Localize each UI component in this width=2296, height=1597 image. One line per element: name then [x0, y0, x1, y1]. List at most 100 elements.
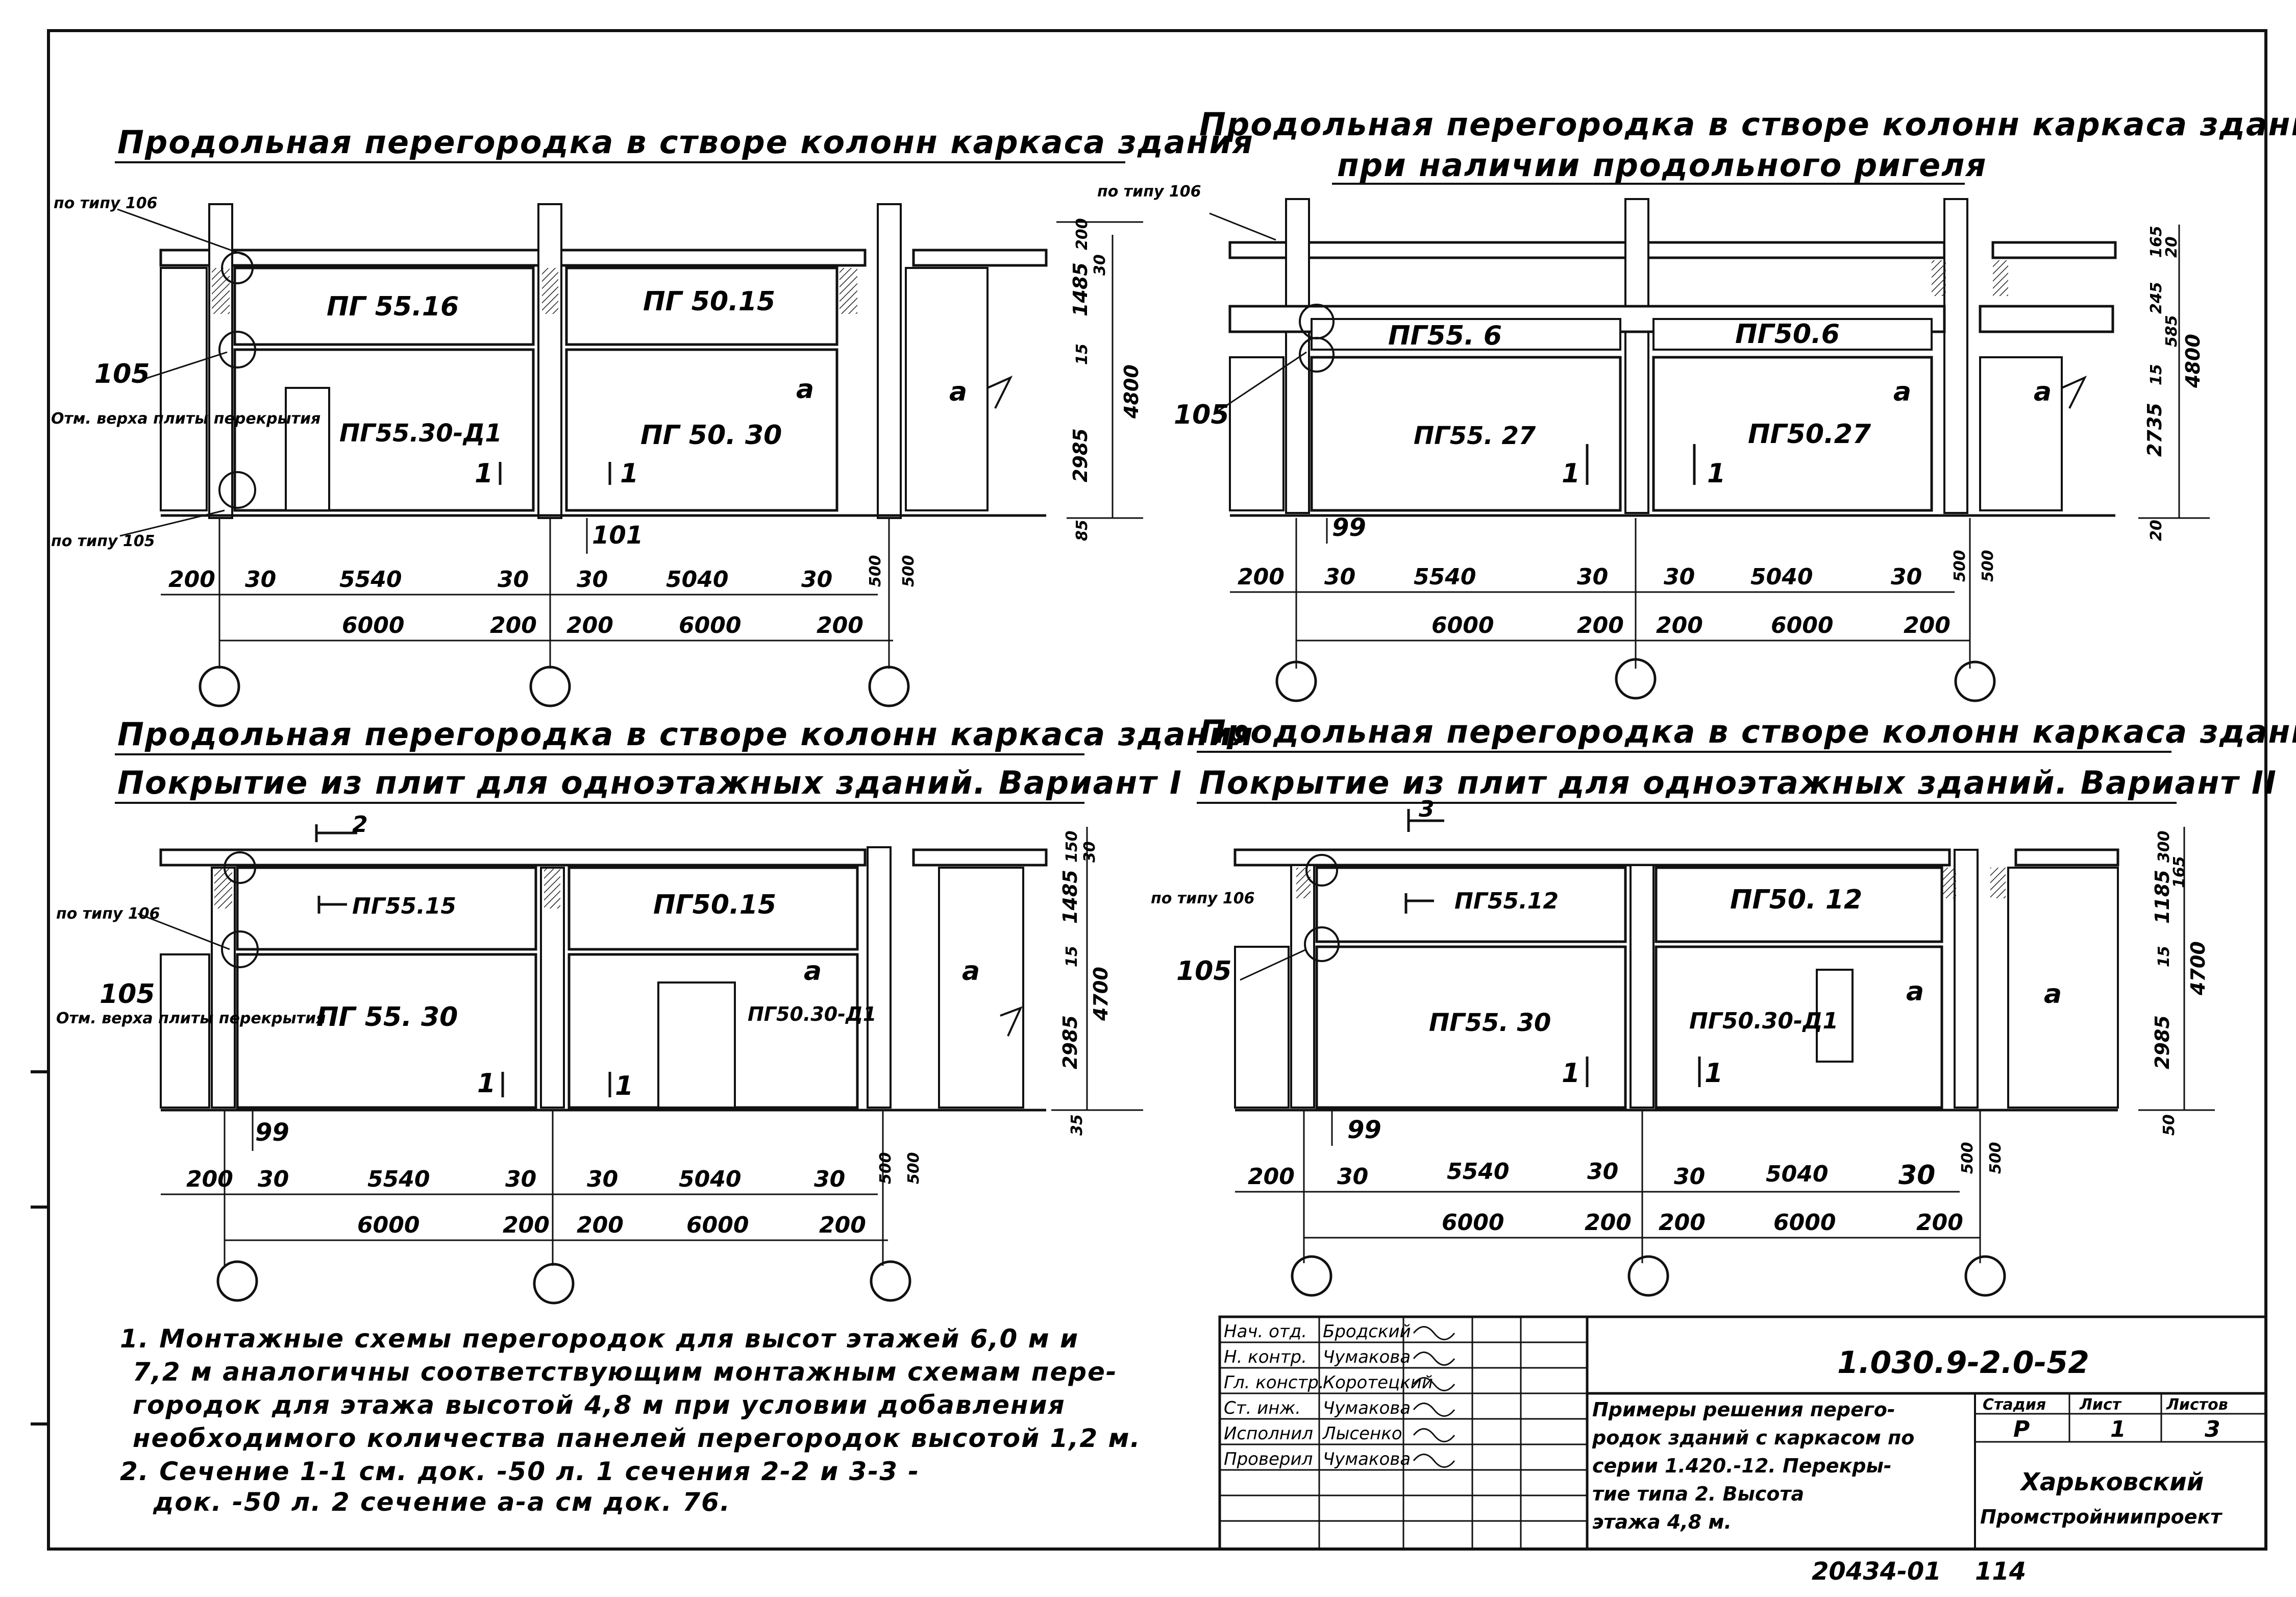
floor-slab [159, 249, 867, 267]
dim: 200 [168, 567, 215, 593]
panel-bottom-left [233, 348, 535, 512]
dim: 35 [1068, 1114, 1086, 1136]
dim: 30 [498, 567, 529, 593]
notes: 1. Монтажные схемы перегородок для высот… [120, 1324, 1140, 1517]
note-line: док. -50 л. 2 сечение а-а см док. 76. [153, 1487, 731, 1517]
org-name: Промстройниипроект [1980, 1506, 2223, 1528]
section-cut: 1 [1707, 458, 1725, 489]
section-mark: а [949, 377, 967, 407]
dim: 200 [1585, 1210, 1632, 1236]
dim-total: 4700 [2187, 941, 2209, 996]
dim: 30 [814, 1166, 845, 1192]
staff-role: Гл. констр. [1224, 1372, 1324, 1393]
column [537, 203, 562, 519]
dim: 15 [2155, 946, 2173, 967]
grid-axis-circle [216, 1260, 258, 1302]
staff-name: Лысенко [1322, 1423, 1402, 1444]
dim: 200 [817, 612, 863, 638]
section-cut: 2 [352, 812, 368, 838]
note-line: 1. Монтажные схемы перегородок для высот… [120, 1324, 1079, 1354]
panel-label: ПГ55. 27 [1414, 422, 1536, 450]
column [208, 203, 233, 519]
dim: 2985 [2151, 1015, 2174, 1069]
panel-label: ПГ50.30-Д1 [1689, 1008, 1838, 1034]
grid-axis-circle [533, 1263, 575, 1305]
staff-name: Бродский [1323, 1321, 1411, 1342]
dim-total: 4700 [1090, 967, 1112, 1021]
grid-axis-circle [870, 1260, 911, 1302]
dim: 200 [503, 1212, 550, 1238]
panel-label: ПГ55. 6 [1388, 321, 1502, 351]
dim: 200 [1577, 612, 1624, 638]
panel-label: ПГ 50.15 [643, 286, 775, 317]
dim: 150 [1063, 830, 1081, 863]
view-title: Продольная перегородка в створе колонн к… [117, 716, 1254, 753]
description-line: серии 1.420.-12. Перекры- [1592, 1455, 1892, 1477]
dim: 15 [2147, 364, 2165, 385]
panel-label: ПГ50.30-Д1 [748, 1003, 876, 1025]
dim: 5540 [367, 1166, 430, 1192]
dim: 5540 [1447, 1159, 1509, 1185]
dim: 500 [1951, 550, 1969, 582]
sheet-value: 1 [2110, 1416, 2126, 1442]
inventory-number: 20434-01 [1812, 1557, 1941, 1586]
dim: 200 [490, 612, 537, 638]
grid-axis-circle [1627, 1255, 1669, 1297]
dim: 2985 [1059, 1015, 1081, 1069]
view-title: Покрытие из плит для одноэтажных зданий.… [117, 764, 1182, 801]
slab-ref: по типу 106 [56, 905, 160, 923]
dim: 30 [577, 567, 608, 593]
view-title: Продольная перегородка в створе колонн к… [1199, 713, 2296, 750]
slab-ref: по типу 106 [1097, 183, 1201, 201]
description-line: тие типа 2. Высота [1592, 1483, 1804, 1505]
node-ref: 105 [1174, 400, 1229, 430]
ref-mark: 99 [1347, 1116, 1381, 1144]
dim: 15 [1063, 946, 1081, 967]
note-line: городок для этажа высотой 4,8 м при усло… [133, 1390, 1066, 1420]
sheet-label: Лист [2079, 1396, 2122, 1414]
dim: 30 [1091, 254, 1109, 276]
door-opening [285, 387, 330, 511]
dim: 200 [1238, 564, 1285, 590]
dim: 6000 [1771, 612, 1833, 638]
panel-label: ПГ55.15 [352, 893, 456, 919]
section-mark: а [796, 374, 814, 405]
section-cut: 1 [1562, 1058, 1580, 1089]
panel-label: ПГ50.27 [1748, 419, 1871, 450]
view-1: Продольная перегородка в створе колонн к… [51, 124, 1254, 707]
dim: 200 [819, 1212, 866, 1238]
dim: 200 [1073, 218, 1091, 250]
dim: 2985 [1069, 428, 1092, 482]
staff-name: Коротецкий [1323, 1372, 1433, 1393]
panel-label: ПГ 55.16 [327, 291, 459, 322]
view-title: Продольная перегородка в створе колонн к… [117, 124, 1254, 161]
dim: 30 [1081, 841, 1099, 863]
dim: 5040 [679, 1166, 741, 1192]
dim-total: 4800 [2182, 334, 2204, 388]
stage-label: Стадия [1983, 1396, 2046, 1414]
dim: 30 [1891, 564, 1922, 590]
staff-name: Чумакова [1323, 1398, 1411, 1418]
view-title: Продольная перегородка в створе колонн к… [1199, 106, 2296, 143]
section-mark: а [1893, 377, 1911, 407]
grid-axis-circle [1954, 660, 1996, 702]
dim: 200 [186, 1166, 233, 1192]
grid-axis-circle [1615, 658, 1657, 700]
section-mark: а [962, 956, 980, 987]
grid-axis-circle [529, 666, 571, 707]
dim: 245 [2147, 282, 2165, 314]
panel-label: ПГ55.30-Д1 [339, 419, 502, 448]
view-2: Продольная перегородка в створе колонн к… [1097, 106, 2296, 702]
node-ref: 105 [94, 359, 150, 389]
org-name: Харьковский [2019, 1468, 2204, 1496]
dim: 500 [900, 555, 918, 587]
staff-name: Чумакова [1323, 1449, 1411, 1469]
ref-mark: 101 [592, 521, 643, 550]
dim: 2735 [2143, 403, 2166, 457]
panel-bottom-right [565, 348, 838, 512]
panel-label: ПГ 55. 30 [316, 1002, 458, 1033]
dim: 5540 [339, 567, 402, 593]
grid-axis-circle [1275, 660, 1317, 702]
dim: 500 [1979, 550, 1997, 582]
dim: 165 [2170, 856, 2188, 888]
